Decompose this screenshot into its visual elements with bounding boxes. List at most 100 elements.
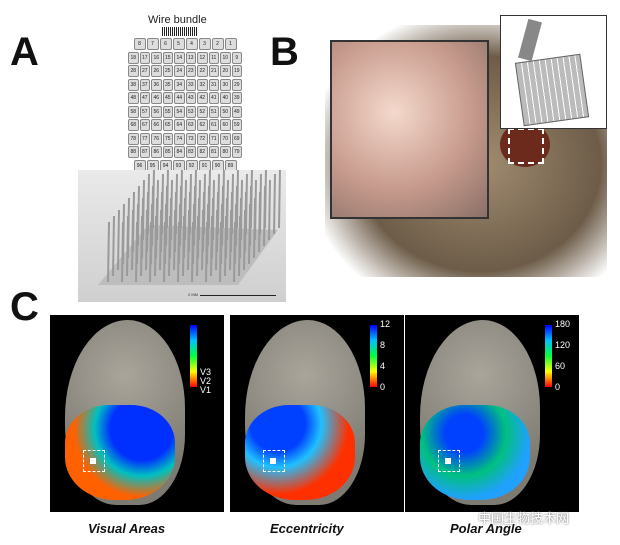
electrode-cell: 86 bbox=[151, 146, 162, 158]
colorbar bbox=[190, 325, 197, 387]
electrode-cell: 79 bbox=[231, 146, 242, 158]
electrode-cell: 12 bbox=[197, 51, 208, 64]
electrode-cell: 31 bbox=[208, 78, 219, 91]
electrode-cell: 77 bbox=[139, 132, 150, 145]
electrode-cell: 49 bbox=[231, 105, 242, 118]
electrode-cell: 95 bbox=[146, 159, 159, 172]
array-location-marker bbox=[270, 458, 276, 464]
electrode-cell: 65 bbox=[162, 119, 173, 131]
electrode-cell: 30 bbox=[220, 78, 231, 91]
electrode-cell: 50 bbox=[220, 105, 231, 118]
electrode-cell: 15 bbox=[162, 51, 173, 64]
colorbar bbox=[545, 325, 552, 387]
electrode-cell: 34 bbox=[174, 78, 185, 91]
electrode-cell: 26 bbox=[151, 65, 162, 77]
electrode-cell: 60 bbox=[220, 119, 231, 131]
scale-label: 2 MM bbox=[188, 292, 198, 297]
retinotopic-overlay bbox=[420, 405, 530, 500]
electrode-cell: 20 bbox=[220, 65, 231, 77]
colorbar-tick: V1 bbox=[200, 385, 212, 395]
electrode-cell: 22 bbox=[197, 65, 208, 77]
electrode-cell: 24 bbox=[174, 65, 185, 77]
electrode-cell: 57 bbox=[139, 105, 150, 118]
electrode-cell: 87 bbox=[139, 146, 150, 158]
electrode-cell: 44 bbox=[174, 92, 185, 104]
electrode-cell: 13 bbox=[185, 51, 196, 64]
colorbar-tick: 12 bbox=[380, 319, 391, 329]
electrode-cell: 1 bbox=[224, 38, 237, 50]
colorbar-tick: 180 bbox=[555, 319, 571, 329]
watermark: 中国生物技术网 bbox=[478, 511, 570, 526]
electrode-cell: 59 bbox=[231, 119, 242, 131]
array-location-marker bbox=[90, 458, 96, 464]
electrode-cell: 52 bbox=[197, 105, 208, 118]
electrode-cell: 11 bbox=[208, 51, 219, 64]
electrode-cell: 81 bbox=[208, 146, 219, 158]
electrode-cell: 10 bbox=[220, 51, 231, 64]
electrode-cell: 46 bbox=[151, 92, 162, 104]
electrode-cell: 27 bbox=[139, 65, 150, 77]
electrode-cell: 42 bbox=[197, 92, 208, 104]
electrode-cell: 23 bbox=[185, 65, 196, 77]
electrode-cell: 54 bbox=[174, 105, 185, 118]
colorbar-tick: V2 bbox=[200, 376, 212, 386]
array-location-box bbox=[263, 450, 285, 472]
electrode-cell: 37 bbox=[139, 78, 150, 91]
wire-bundle-graphic bbox=[162, 27, 198, 36]
surgical-implant-photo bbox=[330, 40, 489, 219]
electrode-cell: 5 bbox=[172, 38, 185, 50]
electrode-cell: 68 bbox=[128, 119, 139, 131]
wire-bundle-label: Wire bundle bbox=[148, 14, 207, 26]
electrode-cell: 18 bbox=[128, 51, 139, 64]
colorbar-tick: 4 bbox=[380, 361, 386, 371]
electrode-cell: 38 bbox=[128, 78, 139, 91]
colorbar-tick: 0 bbox=[380, 382, 386, 392]
electrode-cell: 84 bbox=[174, 146, 185, 158]
array-placement-inset bbox=[500, 15, 607, 129]
electrode-cell: 16 bbox=[151, 51, 162, 64]
panel-label-b: B bbox=[270, 30, 299, 74]
electrode-cell: 51 bbox=[208, 105, 219, 118]
electrode-cell: 43 bbox=[185, 92, 196, 104]
electrode-cell: 41 bbox=[208, 92, 219, 104]
electrode-cell: 9 bbox=[231, 51, 242, 64]
colorbar-tick: 0 bbox=[555, 382, 561, 392]
colorbar-tick: V3 bbox=[200, 367, 212, 377]
electrode-cell: 58 bbox=[128, 105, 139, 118]
electrode-cell: 55 bbox=[162, 105, 173, 118]
electrode-cell: 63 bbox=[185, 119, 196, 131]
electrode-cell: 71 bbox=[208, 132, 219, 145]
electrode-cell: 61 bbox=[208, 119, 219, 131]
colorbar-tick: 120 bbox=[555, 340, 571, 350]
electrode-cell: 88 bbox=[128, 146, 139, 158]
caption-visual-areas: Visual Areas bbox=[88, 521, 166, 536]
electrode-cell: 35 bbox=[162, 78, 173, 91]
panel-label-a: A bbox=[10, 30, 39, 74]
caption-eccentricity: Eccentricity bbox=[270, 521, 344, 536]
array-location-box bbox=[83, 450, 105, 472]
caption-polar-angle: Polar Angle bbox=[450, 521, 522, 536]
electrode-cell: 62 bbox=[197, 119, 208, 131]
electrode-cell: 67 bbox=[139, 119, 150, 131]
electrode-cell: 74 bbox=[174, 132, 185, 145]
retinotopic-overlay bbox=[65, 405, 175, 500]
electrode-spikes bbox=[98, 170, 281, 285]
electrode-cell: 82 bbox=[197, 146, 208, 158]
electrode-cell: 3 bbox=[198, 38, 211, 50]
electrode-cell: 75 bbox=[162, 132, 173, 145]
electrode-cell: 89 bbox=[224, 159, 237, 172]
electrode-cell: 64 bbox=[174, 119, 185, 131]
electrode-cell: 48 bbox=[128, 92, 139, 104]
implant-location-box bbox=[508, 128, 544, 164]
colorbar-tick: 8 bbox=[380, 340, 386, 350]
electrode-cell: 19 bbox=[231, 65, 242, 77]
